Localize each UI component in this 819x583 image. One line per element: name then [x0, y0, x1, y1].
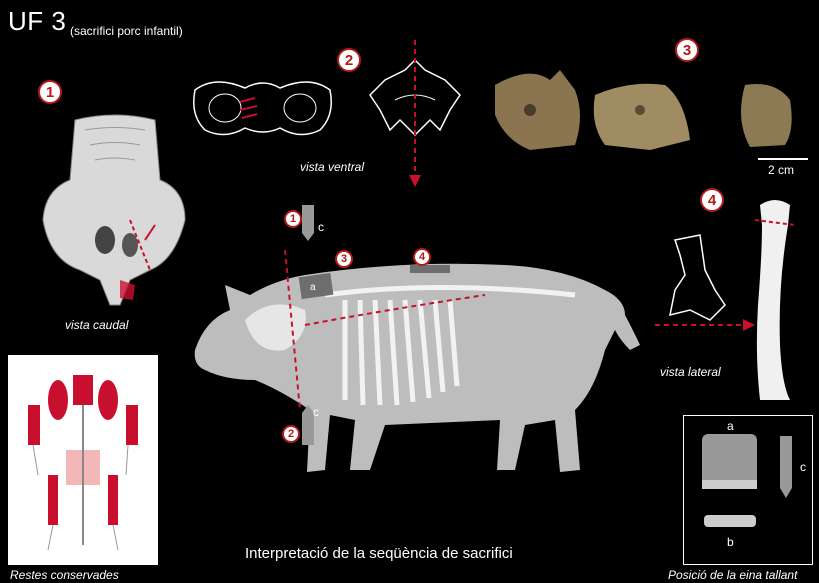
long-bone-illustration [750, 195, 800, 405]
scale-bar [758, 158, 808, 160]
pig-skeleton-illustration: a [185, 240, 645, 480]
caption-caudal: vista caudal [65, 318, 128, 332]
caption-ventral: vista ventral [300, 160, 364, 174]
tool-letter-c-top: c [318, 220, 324, 234]
caption-remains: Restes conservades [10, 568, 119, 582]
pig-step-badge-2: 2 [282, 425, 300, 443]
blade-tool-icon-top [300, 205, 316, 241]
step-badge-2: 2 [337, 48, 361, 72]
caption-tool-position: Posició de la eina tallant [668, 568, 819, 582]
legend-letter-a: a [727, 419, 734, 433]
scale-label: 2 cm [768, 163, 794, 177]
preserved-remains-panel [8, 355, 158, 565]
step-badge-1: 1 [38, 80, 62, 104]
preserved-remains-illustration [8, 355, 158, 565]
vertebra-photos [490, 55, 810, 165]
tool-face-b [704, 515, 756, 527]
tool-face-c [778, 436, 794, 498]
page-subtitle: (sacrifici porc infantil) [70, 24, 183, 38]
skull-caudal-illustration [35, 110, 195, 310]
vertebra-ventral-arrow-illustration [360, 40, 470, 190]
legend-letter-c: c [800, 460, 806, 474]
tool-letter-c-bottom: c [313, 405, 319, 419]
pig-step-badge-4: 4 [413, 248, 431, 266]
vertebra-ventral-illustration [185, 70, 340, 150]
tool-letter-a-on-pig: a [310, 282, 316, 293]
main-caption: Interpretació de la seqüència de sacrifi… [245, 545, 513, 562]
step-badge-4: 4 [700, 188, 724, 212]
page-title: UF 3 [8, 6, 66, 37]
tool-face-a-edge [702, 480, 757, 489]
legend-letter-b: b [727, 535, 734, 549]
vertebra-lateral-illustration [655, 230, 755, 340]
caption-lateral: vista lateral [660, 365, 721, 379]
pig-step-badge-3: 3 [335, 250, 353, 268]
